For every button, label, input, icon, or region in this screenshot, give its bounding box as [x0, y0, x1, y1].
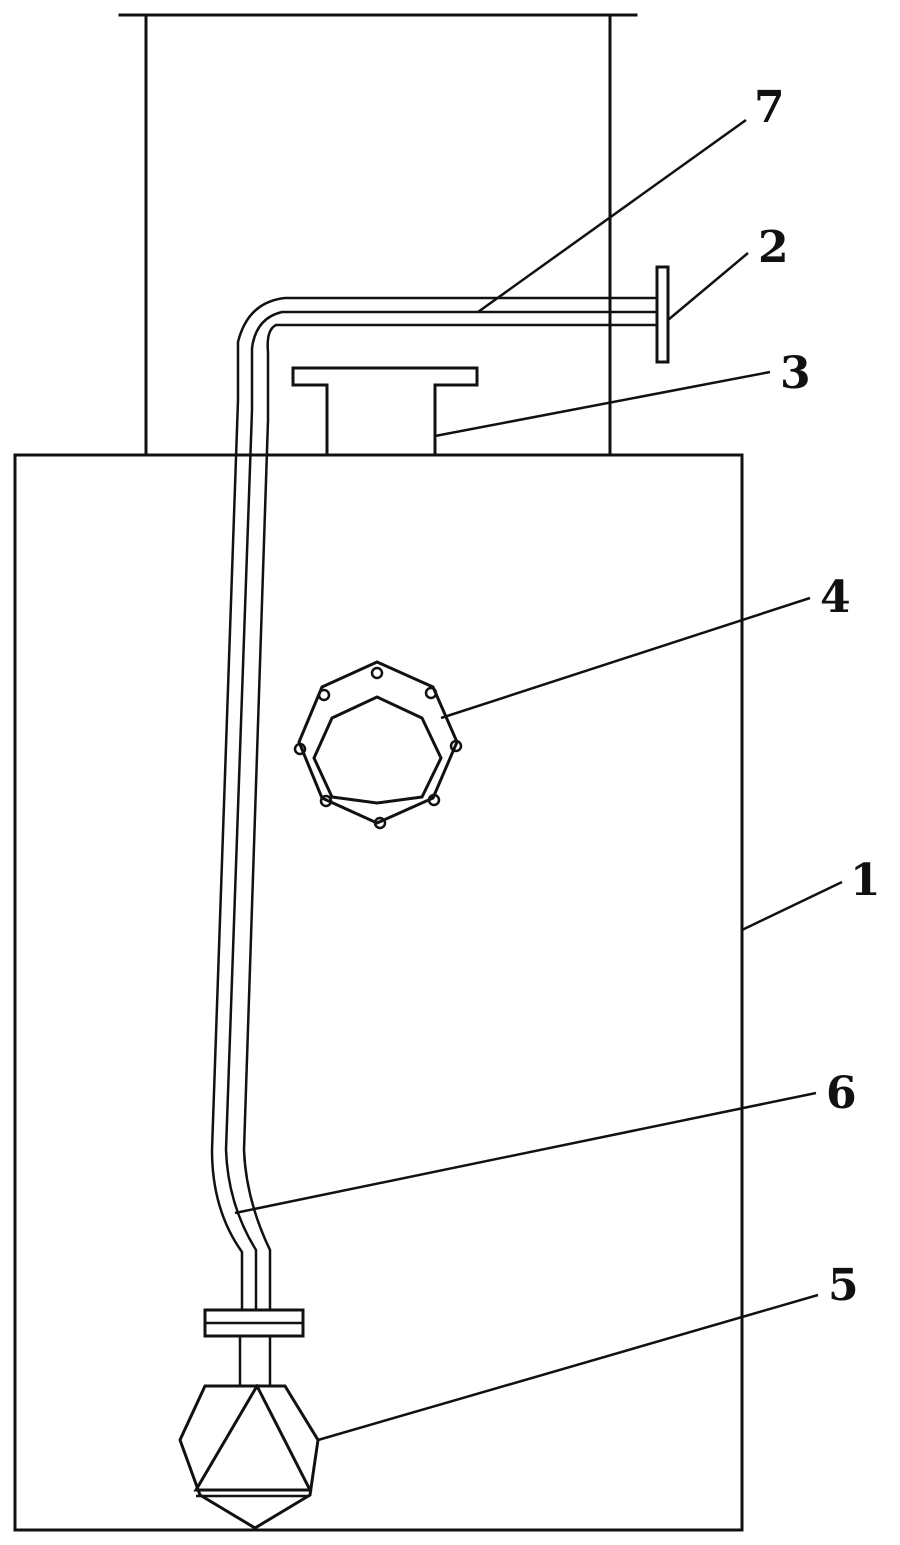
leader-4: [440, 596, 811, 720]
label-3: 3: [780, 348, 811, 399]
reference-numerals: 7 2 3 4 1 6 5: [754, 82, 881, 1311]
side-flange: [293, 660, 463, 830]
leader-lines: [234, 118, 843, 1442]
label-1: 1: [850, 855, 881, 906]
label-2: 2: [758, 222, 789, 273]
leader-6: [234, 1091, 817, 1215]
upper-extension: [118, 13, 638, 457]
pipe-inner-wall: [242, 323, 658, 1310]
leader-7: [477, 118, 747, 314]
label-5: 5: [828, 1260, 859, 1311]
leader-1: [741, 880, 843, 932]
leader-2: [667, 252, 749, 321]
leader-5: [317, 1293, 819, 1442]
valve-handle: [655, 265, 670, 364]
flange-bolt-holes: [293, 666, 463, 830]
pipe-middle-wall: [224, 310, 658, 1310]
label-7: 7: [754, 82, 785, 133]
label-6: 6: [826, 1068, 857, 1119]
tank-body: [13, 453, 744, 1532]
float-ball: [178, 1383, 320, 1530]
pipe-assembly: [210, 296, 658, 1310]
top-nozzle: [291, 366, 479, 457]
float-stem: [238, 1336, 272, 1386]
pipe-outer-wall: [210, 296, 658, 1310]
label-4: 4: [820, 572, 851, 623]
pipe-coupling: [203, 1308, 305, 1338]
leader-3: [434, 370, 771, 438]
